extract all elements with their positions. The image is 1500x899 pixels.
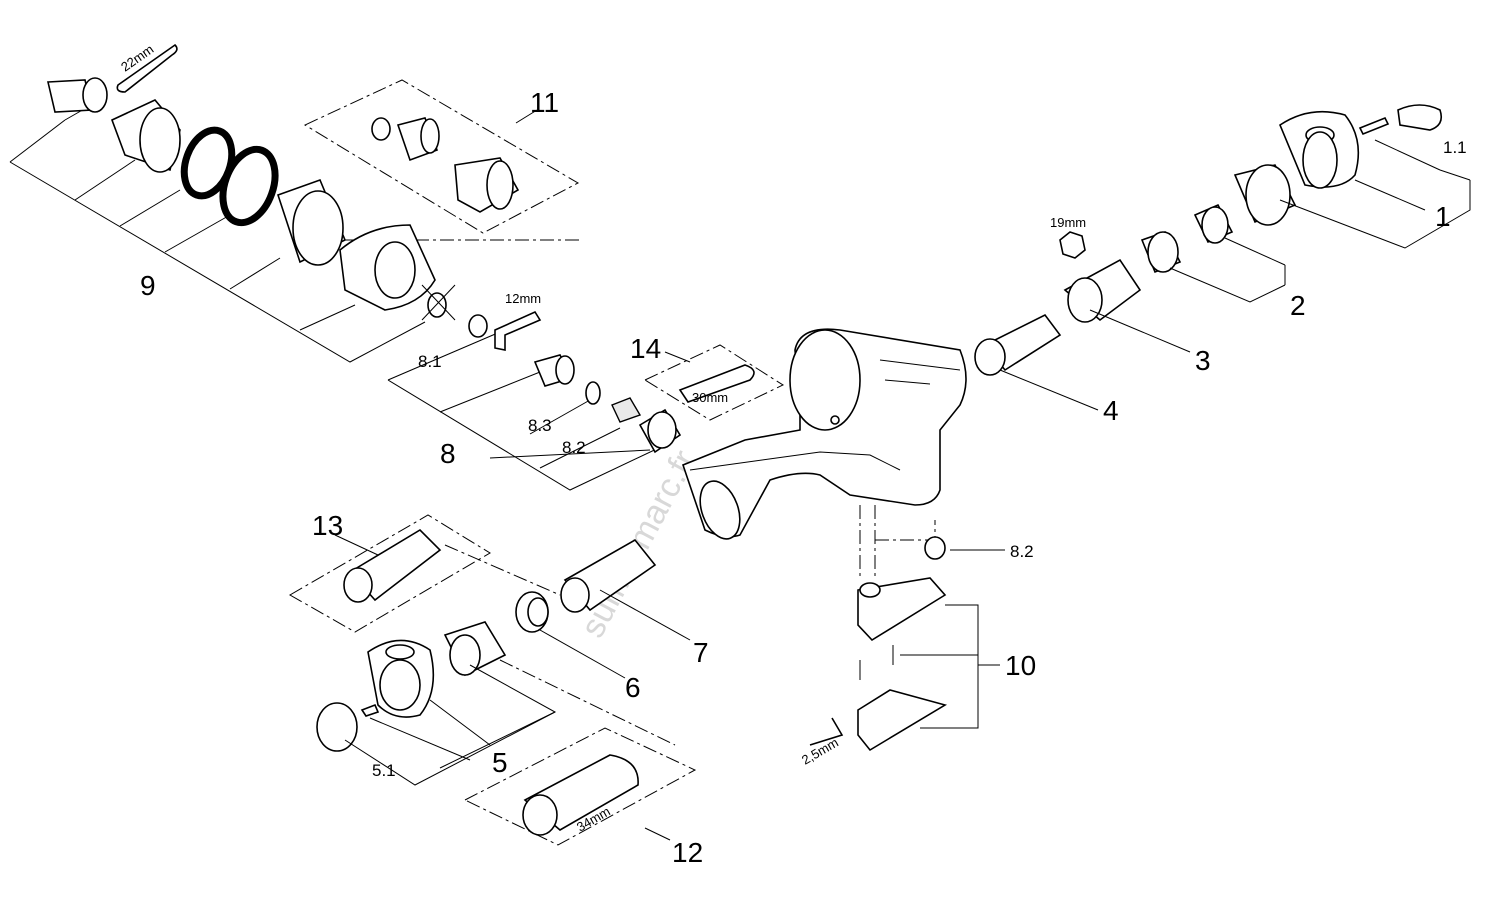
label-8-2-b: 8.2 xyxy=(1010,542,1034,561)
thermostat-body xyxy=(681,328,967,540)
part-group-9: 22mm 9 xyxy=(9,41,580,363)
label-3: 3 xyxy=(1195,345,1211,376)
label-8-1: 8.1 xyxy=(418,352,442,371)
label-8-3: 8.3 xyxy=(528,416,552,435)
tool-19mm: 19mm xyxy=(1050,215,1086,230)
part-group-12: 34mm 12 xyxy=(463,727,703,868)
label-13: 13 xyxy=(312,510,343,541)
label-1: 1 xyxy=(1435,201,1451,232)
label-1-1: 1.1 xyxy=(1443,138,1467,157)
part-group-3: 19mm 3 xyxy=(1050,215,1211,376)
label-11: 11 xyxy=(530,87,559,118)
label-5-1: 5.1 xyxy=(372,761,396,780)
label-8: 8 xyxy=(440,438,456,469)
part-group-4: 4 xyxy=(974,313,1119,426)
label-2: 2 xyxy=(1290,290,1306,321)
part-group-7: 7 xyxy=(444,538,709,668)
part-group-8: 12mm 8.1 8.3 8.2 8 xyxy=(387,284,682,491)
part-group-11: 11 xyxy=(303,79,580,234)
label-8-2: 8.2 xyxy=(562,438,586,457)
part-group-13: 13 xyxy=(288,510,491,633)
label-5: 5 xyxy=(492,747,508,778)
tool-12mm: 12mm xyxy=(505,291,541,306)
part-group-1: 1.1 1 xyxy=(1233,104,1471,249)
part-group-5: 5.1 5 xyxy=(316,621,676,786)
label-14: 14 xyxy=(630,333,661,364)
label-7: 7 xyxy=(693,637,709,668)
label-4: 4 xyxy=(1103,395,1119,426)
part-group-6: 6 xyxy=(515,591,641,703)
part-group-2: 2 xyxy=(1140,203,1306,321)
part-group-14: 30mm 14 xyxy=(630,333,785,421)
label-9: 9 xyxy=(140,270,156,301)
o-ring-large xyxy=(219,145,279,227)
label-10: 10 xyxy=(1005,650,1036,681)
label-12: 12 xyxy=(672,837,703,868)
label-6: 6 xyxy=(625,672,641,703)
tool-30mm: 30mm xyxy=(692,390,728,405)
part-group-10: 8.2 2,5mm 10 xyxy=(799,505,1036,768)
